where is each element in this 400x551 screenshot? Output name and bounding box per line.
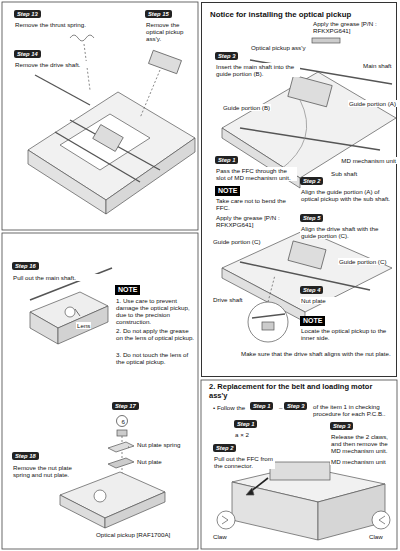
badge-text: Step 3 bbox=[333, 423, 350, 429]
step-badge: Step 1 bbox=[234, 420, 257, 428]
callout-label: Align the drive shaft with the guide por… bbox=[300, 225, 392, 239]
callout-label: Guide portion (C) bbox=[212, 238, 261, 245]
badge-text: NOTE bbox=[303, 317, 322, 325]
callout-label: Guide portion (C) bbox=[338, 258, 387, 265]
step-badge: Step 3 bbox=[284, 402, 307, 410]
callout-label: – bbox=[278, 404, 283, 411]
callout-label: Guide portion (A) bbox=[348, 100, 397, 107]
callout-label: Remove the drive shaft. bbox=[14, 61, 94, 68]
callout-label: Guide portion (B) bbox=[222, 104, 271, 111]
callout-label: Release the 2 claws, and then remove the… bbox=[330, 433, 396, 454]
callout-label: Pull out the FFC from the connector. bbox=[213, 455, 275, 469]
step-badge: Step 5 bbox=[300, 214, 323, 222]
callout-label: Nut plate spring bbox=[136, 441, 181, 448]
badge-text: Step 17 bbox=[115, 403, 136, 409]
callout-label: MD mechanism unit bbox=[340, 157, 397, 164]
step-badge: Step 3 bbox=[330, 422, 353, 430]
callout-label: Nut plate bbox=[300, 297, 392, 304]
step-badge: Step 2 bbox=[300, 177, 323, 185]
callout-label: Remove the nut plate spring and nut plat… bbox=[12, 464, 87, 478]
badge-text: Step 1 bbox=[253, 403, 270, 409]
callout-label: Make sure that the drive shaft aligns wi… bbox=[240, 350, 392, 357]
badge-text: Step 1 bbox=[237, 421, 254, 427]
badge-text: Step 2 bbox=[303, 178, 320, 184]
callout-label: Remove the optical pickup ass'y. bbox=[145, 21, 197, 42]
callout-label: a × 2 bbox=[234, 431, 250, 438]
callout-label: of the item 1 in checking procedure for … bbox=[312, 403, 396, 417]
callout-label: Main shaft bbox=[362, 62, 393, 69]
callout-label: Insert the main shaft into the guide por… bbox=[215, 63, 300, 77]
callout-label: Remove the thrust spring. bbox=[14, 21, 94, 28]
step-badge: Step 13 bbox=[14, 10, 41, 18]
step-badge: Step 3 bbox=[215, 52, 238, 60]
step-badge: Step 2 bbox=[213, 444, 236, 452]
badge-text: Step 13 bbox=[17, 11, 38, 17]
note-badge: NOTE bbox=[115, 285, 140, 295]
callout-label: Lens bbox=[76, 322, 91, 329]
callout-label: 1. Use care to prevent damage the optica… bbox=[115, 297, 197, 326]
badge-text: Step 18 bbox=[15, 453, 36, 459]
callout-label: • Follow the bbox=[212, 404, 246, 411]
callout-label: Claw bbox=[368, 533, 384, 540]
callout-label: 3. Do not touch the lens of the optical … bbox=[115, 351, 197, 365]
callout-label: Nut plate bbox=[136, 458, 163, 465]
callout-label: 2. Do not apply the grease on the lens o… bbox=[115, 327, 197, 341]
section-heading: 2. Replacement for the belt and loading … bbox=[208, 383, 393, 400]
callout-label: Align the guide portion (A) of optical p… bbox=[300, 188, 392, 202]
panel-title: Notice for installing the optical pickup bbox=[208, 10, 353, 19]
unit-drawing bbox=[217, 462, 390, 540]
callout-label: MD mechanism unit bbox=[330, 458, 387, 465]
callout-label: Apply the grease [P/N : RFKXPG641] bbox=[312, 20, 382, 34]
badge-text: Step 1 bbox=[218, 157, 235, 163]
callout-label: Drive shaft bbox=[212, 296, 244, 303]
callout-label: Claw bbox=[212, 533, 228, 540]
step-badge: Step 1 bbox=[215, 156, 238, 164]
badge-text: Step 4 bbox=[303, 287, 320, 293]
callout-label: Take care not to bend the FFC. bbox=[215, 197, 295, 211]
badge-text: NOTE bbox=[118, 286, 137, 294]
callout-label: Pull out the main shaft. bbox=[12, 274, 107, 281]
badge-text: NOTE bbox=[218, 187, 237, 195]
note-badge: NOTE bbox=[215, 186, 240, 196]
badge-text: Step 3 bbox=[287, 403, 304, 409]
step-badge: Step 16 bbox=[12, 262, 39, 270]
badge-text: Step 5 bbox=[303, 215, 320, 221]
callout-label: Optical pickup ass'y bbox=[250, 44, 307, 51]
step-badge: Step 14 bbox=[14, 50, 41, 58]
step-badge: Step 15 bbox=[145, 10, 172, 18]
badge-text: Step 3 bbox=[218, 53, 235, 59]
callout-label: Locate the optical pickup to the inner s… bbox=[300, 327, 392, 341]
note-badge: NOTE bbox=[300, 316, 325, 326]
badge-text: Step 16 bbox=[15, 263, 36, 269]
step-badge: Step 17 bbox=[112, 402, 139, 410]
mechanism-drawing bbox=[222, 38, 396, 188]
step-badge: Step 1 bbox=[250, 402, 273, 410]
badge-text: Step 15 bbox=[148, 11, 169, 17]
badge-text: Step 14 bbox=[17, 51, 38, 57]
callout-label: Optical pickup [RAF1700A] bbox=[95, 531, 171, 538]
badge-text: Step 2 bbox=[216, 445, 233, 451]
callout-label: Sub shaft bbox=[330, 170, 358, 177]
step-badge: Step 18 bbox=[12, 452, 39, 460]
callout-label: Apply the grease [P/N : RFKXPG641] bbox=[215, 214, 287, 228]
callout-label: Pass the FFC through the slot of MD mech… bbox=[215, 167, 297, 181]
step-badge: Step 4 bbox=[300, 286, 323, 294]
callout-label: 6 bbox=[121, 418, 126, 425]
